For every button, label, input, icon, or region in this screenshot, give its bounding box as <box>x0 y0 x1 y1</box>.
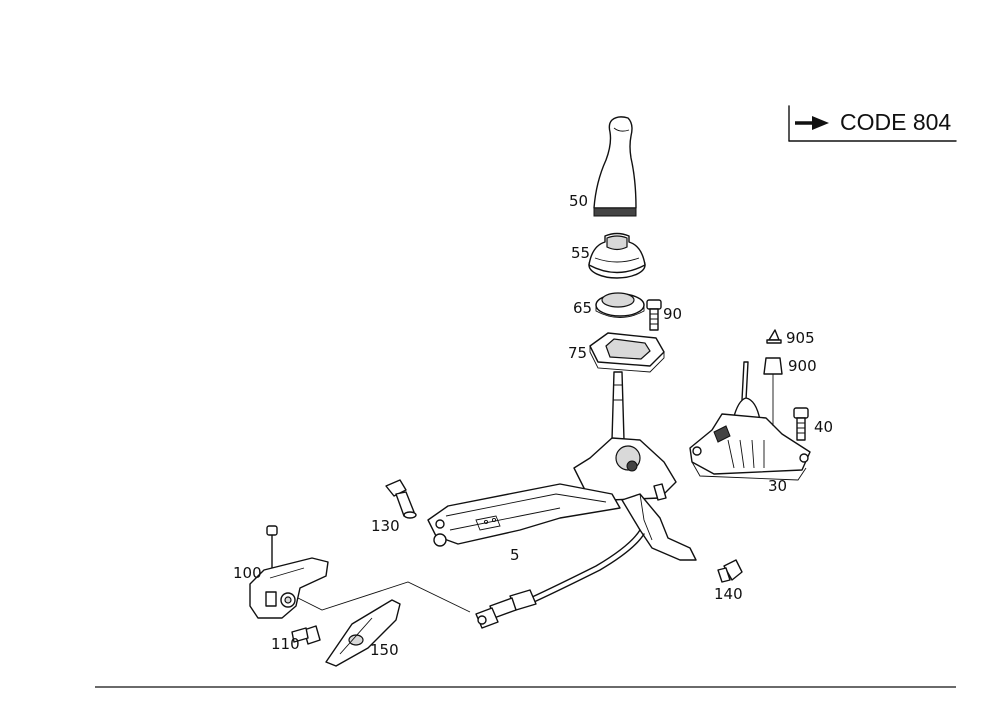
callout-30: 30 <box>768 477 787 495</box>
callout-150: 150 <box>370 641 399 659</box>
callout-65: 65 <box>573 299 592 317</box>
shift-cable <box>475 529 645 629</box>
callout-75: 75 <box>568 344 587 362</box>
callout-55: 55 <box>571 244 590 262</box>
bolt-90-part <box>646 299 662 331</box>
callout-905: 905 <box>786 329 815 347</box>
callout-140: 140 <box>714 585 743 603</box>
bracket-100-part <box>249 525 329 619</box>
code-box: CODE 804 <box>788 105 957 142</box>
callout-40: 40 <box>814 418 833 436</box>
callout-100: 100 <box>233 564 262 582</box>
cable-run <box>297 581 471 613</box>
cap-905-part <box>766 329 782 344</box>
callout-90: 90 <box>663 305 682 323</box>
frame-part <box>589 332 665 373</box>
pin-140-part <box>717 559 743 583</box>
ring-part <box>595 292 645 318</box>
gearshift-assembly-part <box>427 371 697 561</box>
code-label: CODE 804 <box>840 109 951 135</box>
gear-housing-part <box>689 361 811 481</box>
plate-150-part <box>325 599 401 667</box>
callout-50: 50 <box>569 192 588 210</box>
sleeve-900-part <box>763 357 783 426</box>
callout-110: 110 <box>271 635 300 653</box>
right-arrow-icon <box>795 116 829 130</box>
callout-900: 900 <box>788 357 817 375</box>
bolt-110-part <box>291 625 321 645</box>
callout-5: 5 <box>510 546 520 564</box>
pin-130-part <box>385 479 417 519</box>
bolt-40-part <box>793 407 809 441</box>
shift-knob-part <box>593 116 637 217</box>
callout-labels: 50 55 65 90 75 905 900 40 30 130 5 140 1… <box>233 192 833 659</box>
callout-130: 130 <box>371 517 400 535</box>
boot-part <box>588 232 646 279</box>
